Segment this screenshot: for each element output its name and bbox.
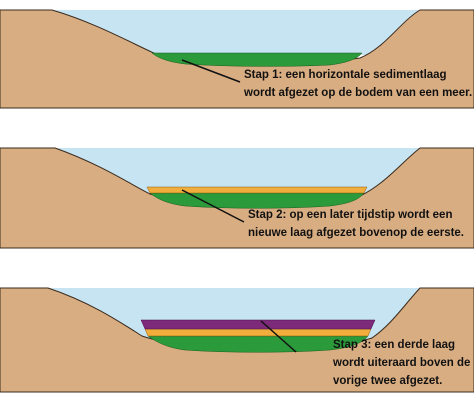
caption-line: Stap 2: op een later tijdstip wordt een	[248, 209, 453, 221]
caption-line: wordt uiteraard boven de	[333, 357, 471, 369]
caption-line: wordt afgezet op de bodem van een meer.	[244, 87, 473, 99]
pointer-line	[181, 189, 245, 223]
layer-2-orange	[146, 186, 368, 194]
step-2-caption: Stap 2: op een later tijdstip wordt een …	[248, 206, 464, 242]
step-1-cross-section	[0, 9, 474, 109]
step-3-cross-section	[0, 287, 474, 393]
step-3-caption: Stap 3: een derde laag wordt uiteraard b…	[333, 336, 470, 390]
layer-1-green	[147, 335, 369, 353]
pointer-line	[181, 59, 241, 83]
step-2-panel: Stap 2: op een later tijdstip wordt een …	[0, 138, 474, 258]
layer-1-green	[151, 52, 363, 67]
caption-line: vorige twee afgezet.	[333, 375, 443, 387]
layer-2-orange	[144, 328, 372, 337]
layer-3-purple	[140, 319, 376, 330]
caption-line: Stap 1: een horizontale sedimentlaag	[244, 69, 447, 81]
caption-line: Stap 3: een derde laag	[333, 339, 456, 351]
pointer-line	[260, 320, 297, 353]
step-1-caption: Stap 1: een horizontale sedimentlaag wor…	[244, 66, 472, 102]
step-3-panel: Stap 3: een derde laag wordt uiteraard b…	[0, 278, 474, 402]
step-1-panel: Stap 1: een horizontale sedimentlaag wor…	[0, 0, 474, 118]
caption-line: nieuwe laag afgezet bovenop de eerste.	[248, 227, 465, 239]
step-2-cross-section	[0, 147, 474, 249]
layer-1-green	[149, 192, 365, 209]
